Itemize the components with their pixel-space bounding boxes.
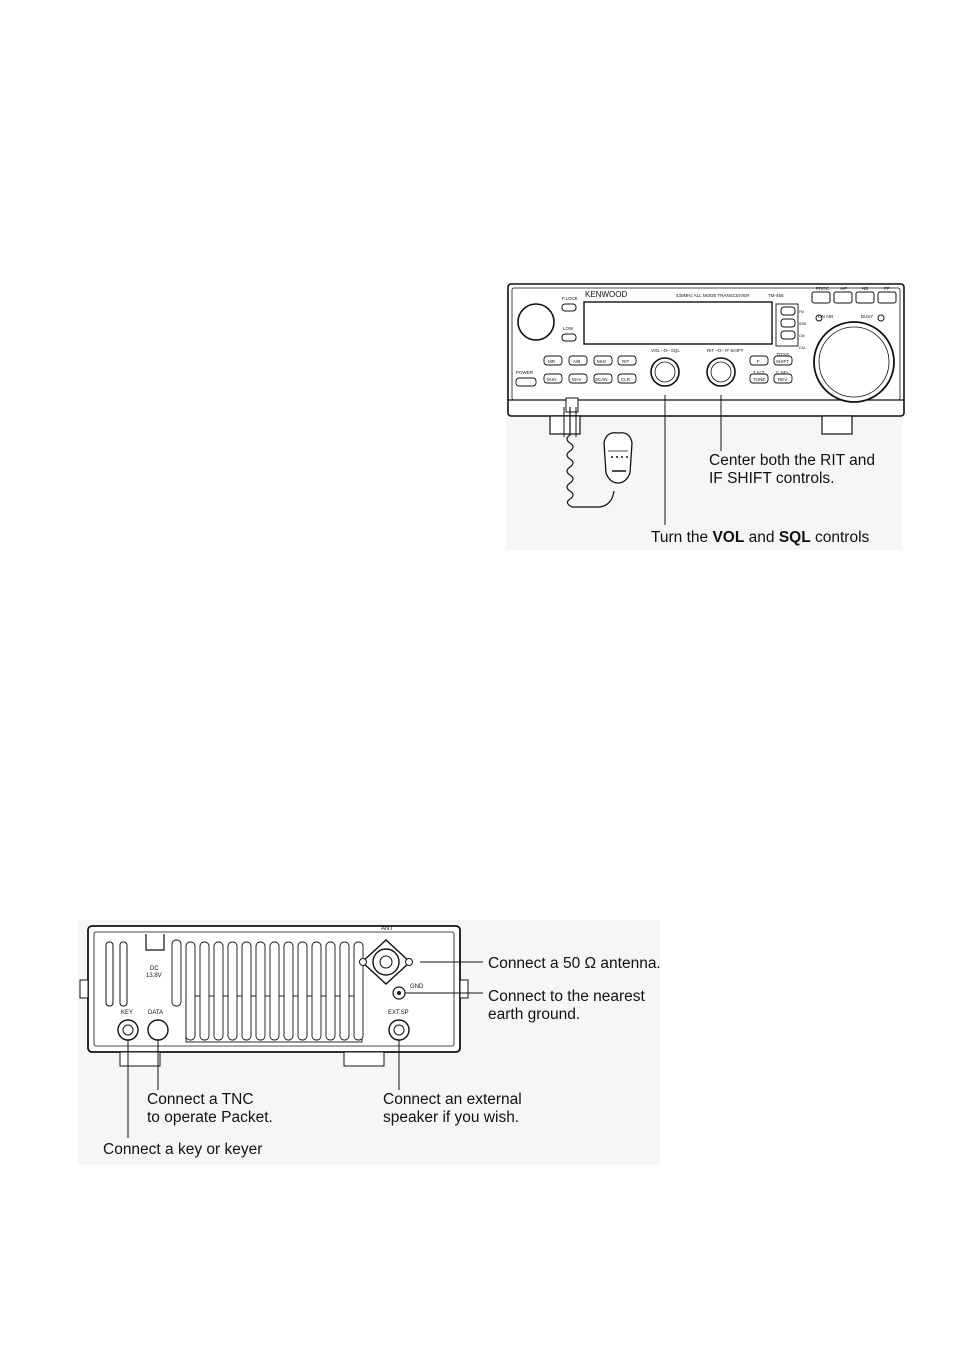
- dc-voltage-label: 13.8V: [146, 973, 162, 979]
- ground-callout-line1: Connect to the nearest: [488, 988, 645, 1005]
- csel-label: C.SEL: [776, 370, 790, 375]
- key-callout: Connect a key or keyer: [103, 1141, 263, 1158]
- speaker-callout-line2: speaker if you wish.: [383, 1109, 520, 1126]
- model-number: TM-455: [768, 293, 784, 298]
- tnc-callout-line2: to operate Packet.: [147, 1109, 273, 1126]
- cw-label: CW: [799, 334, 805, 338]
- center-controls-line2: IF SHIFT controls.: [709, 470, 835, 487]
- busy-label: BUSY: [861, 314, 874, 319]
- ssb-label: SSB: [799, 322, 807, 326]
- rit-button[interactable]: RIT: [622, 359, 630, 364]
- mr-button[interactable]: MR: [548, 359, 555, 364]
- nb-label: NB: [862, 286, 869, 291]
- mhz-button[interactable]: MHz: [597, 359, 607, 364]
- ant-label: ANT: [381, 926, 393, 932]
- tone-button[interactable]: TONE: [753, 377, 766, 382]
- fm-label: FM: [799, 310, 805, 314]
- rear-leader-lines: [127, 961, 483, 1138]
- on-air-label: ON AIR: [818, 314, 834, 319]
- m-v-button[interactable]: M>V: [572, 377, 582, 382]
- antenna-callout: Connect a 50 Ω antenna.: [488, 955, 661, 972]
- rit-shift-label: RIT –O– IF SHIFT: [707, 348, 744, 353]
- proc-label: PROC: [816, 286, 830, 291]
- tnc-callout-line1: Connect a TNC: [147, 1091, 254, 1108]
- mode-key-labels: FM SSB CW CAL: [799, 306, 806, 354]
- vol-bold: VOL: [712, 529, 745, 546]
- low-label: LOW: [563, 326, 574, 331]
- clr-button[interactable]: CLR: [621, 377, 631, 382]
- ext-sp-label: EXT.SP: [388, 1010, 409, 1016]
- data-label: DATA: [148, 1010, 164, 1016]
- ground-callout-line2: earth ground.: [488, 1006, 581, 1023]
- microphone-and-leaders: [563, 395, 722, 525]
- rev-button[interactable]: REV: [778, 377, 788, 382]
- talt-label: T.ALT: [753, 370, 765, 375]
- f-button[interactable]: F: [757, 359, 760, 364]
- dtss-label: DTSS: [777, 352, 790, 357]
- scan-button[interactable]: SCAN: [595, 377, 608, 382]
- front-panel-drawing: [507, 283, 905, 435]
- gnd-label: GND: [410, 984, 424, 990]
- turn-controls-callout: Turn the VOL and SQL controls: [651, 529, 870, 546]
- ab-button[interactable]: A/B: [573, 359, 581, 364]
- model-line: 430MHz ALL MODE TRANSCEIVER: [676, 293, 750, 298]
- aip-label: AIP: [840, 286, 848, 291]
- flock-label: F.LOCK: [562, 296, 578, 301]
- sql-bold: SQL: [778, 529, 811, 546]
- power-label: POWER: [516, 370, 534, 375]
- shift-button[interactable]: SHIFT: [776, 359, 789, 364]
- cal-label: CAL: [799, 346, 806, 350]
- key-label: KEY: [121, 1010, 134, 1016]
- speaker-callout-line1: Connect an external: [383, 1091, 522, 1108]
- center-controls-line1: Center both the RIT and: [709, 452, 876, 469]
- rear-panel-drawing: [79, 925, 469, 1067]
- pf-label: PF: [884, 286, 890, 291]
- m-in-button[interactable]: M.IN: [547, 377, 557, 382]
- brand-logo: KENWOOD: [585, 290, 628, 299]
- vol-sql-label: VOL –O– SQL: [651, 348, 680, 353]
- dc-label: DC: [150, 966, 159, 972]
